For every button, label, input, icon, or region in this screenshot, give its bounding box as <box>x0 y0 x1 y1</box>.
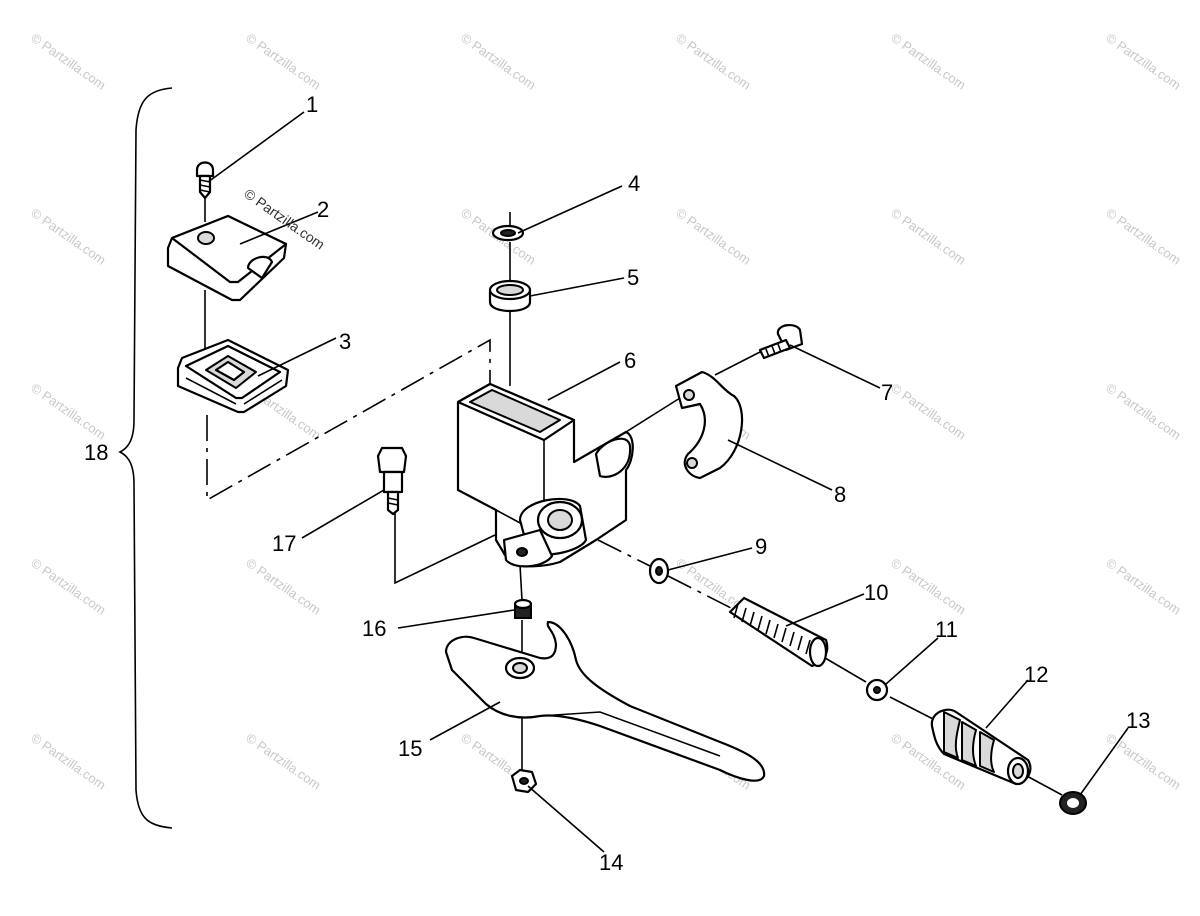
watermark: © Partzilla.com <box>28 555 108 618</box>
part-14-nut[interactable] <box>510 768 538 794</box>
callout-4[interactable]: 4 <box>628 171 640 196</box>
callout-15[interactable]: 15 <box>398 736 422 761</box>
assembly-bracket <box>118 87 173 829</box>
part-10-boot[interactable] <box>728 596 829 668</box>
watermark: © Partzilla.com <box>28 380 108 443</box>
part-7-clamp-bolt[interactable] <box>758 324 804 360</box>
watermark: © Partzilla.com <box>673 205 753 268</box>
watermark: © Partzilla.com <box>243 730 323 793</box>
leader-lines <box>207 111 1129 853</box>
watermark: © Partzilla.com <box>1103 205 1183 268</box>
watermark: © Partzilla.com <box>1103 30 1183 93</box>
callout-14[interactable]: 14 <box>599 850 623 875</box>
part-16-bushing[interactable] <box>513 598 533 619</box>
part-5-sight-glass[interactable] <box>488 279 532 313</box>
callout-9[interactable]: 9 <box>755 534 767 559</box>
callout-18[interactable]: 18 <box>84 440 108 465</box>
part-4-washer[interactable] <box>491 224 525 242</box>
part-17-pivot-bolt[interactable] <box>376 446 408 516</box>
callout-10[interactable]: 10 <box>864 580 888 605</box>
part-11-washer[interactable] <box>865 678 889 702</box>
callout-6[interactable]: 6 <box>624 348 636 373</box>
part-6-master-cylinder[interactable] <box>456 382 634 568</box>
callout-12[interactable]: 12 <box>1024 662 1048 687</box>
part-8-clamp[interactable] <box>674 370 744 480</box>
part-1-screw[interactable] <box>195 161 215 200</box>
watermark: © Partzilla.com <box>28 205 108 268</box>
part-13-o-ring[interactable] <box>1059 791 1087 815</box>
callout-17[interactable]: 17 <box>272 531 296 556</box>
callout-1[interactable]: 1 <box>306 92 318 117</box>
callout-11[interactable]: 11 <box>935 617 958 642</box>
callout-8[interactable]: 8 <box>834 482 846 507</box>
callout-5[interactable]: 5 <box>627 265 639 290</box>
watermark: © Partzilla.com <box>243 30 323 93</box>
watermark: © Partzilla.com <box>28 30 108 93</box>
watermark: © Partzilla.com <box>888 205 968 268</box>
watermark: © Partzilla.com <box>243 555 323 618</box>
part-15-lever[interactable] <box>444 620 766 782</box>
watermark: © Partzilla.com <box>458 30 538 93</box>
part-2-reservoir-cover[interactable] <box>166 214 288 302</box>
watermark: © Partzilla.com <box>1103 555 1183 618</box>
part-9-washer[interactable] <box>648 557 670 585</box>
watermark: © Partzilla.com <box>888 380 968 443</box>
watermark: © Partzilla.com <box>28 730 108 793</box>
watermark: © Partzilla.com <box>1103 380 1183 443</box>
callout-3[interactable]: 3 <box>339 329 351 354</box>
callout-2[interactable]: 2 <box>317 197 329 222</box>
callout-7[interactable]: 7 <box>881 380 893 405</box>
part-12-piston[interactable] <box>930 708 1032 786</box>
watermark: © Partzilla.com <box>673 30 753 93</box>
callout-labels: 1 2 3 4 5 6 7 8 9 10 11 12 13 14 15 16 1… <box>84 92 1150 875</box>
watermark: © Partzilla.com <box>888 30 968 93</box>
watermark-layer: © Partzilla.com © Partzilla.com © Partzi… <box>28 30 1183 793</box>
watermark: © Partzilla.com <box>888 555 968 618</box>
callout-13[interactable]: 13 <box>1126 708 1150 733</box>
watermark: © Partzilla.com <box>1103 730 1183 793</box>
callout-16[interactable]: 16 <box>362 616 386 641</box>
part-3-diaphragm[interactable] <box>176 338 290 414</box>
